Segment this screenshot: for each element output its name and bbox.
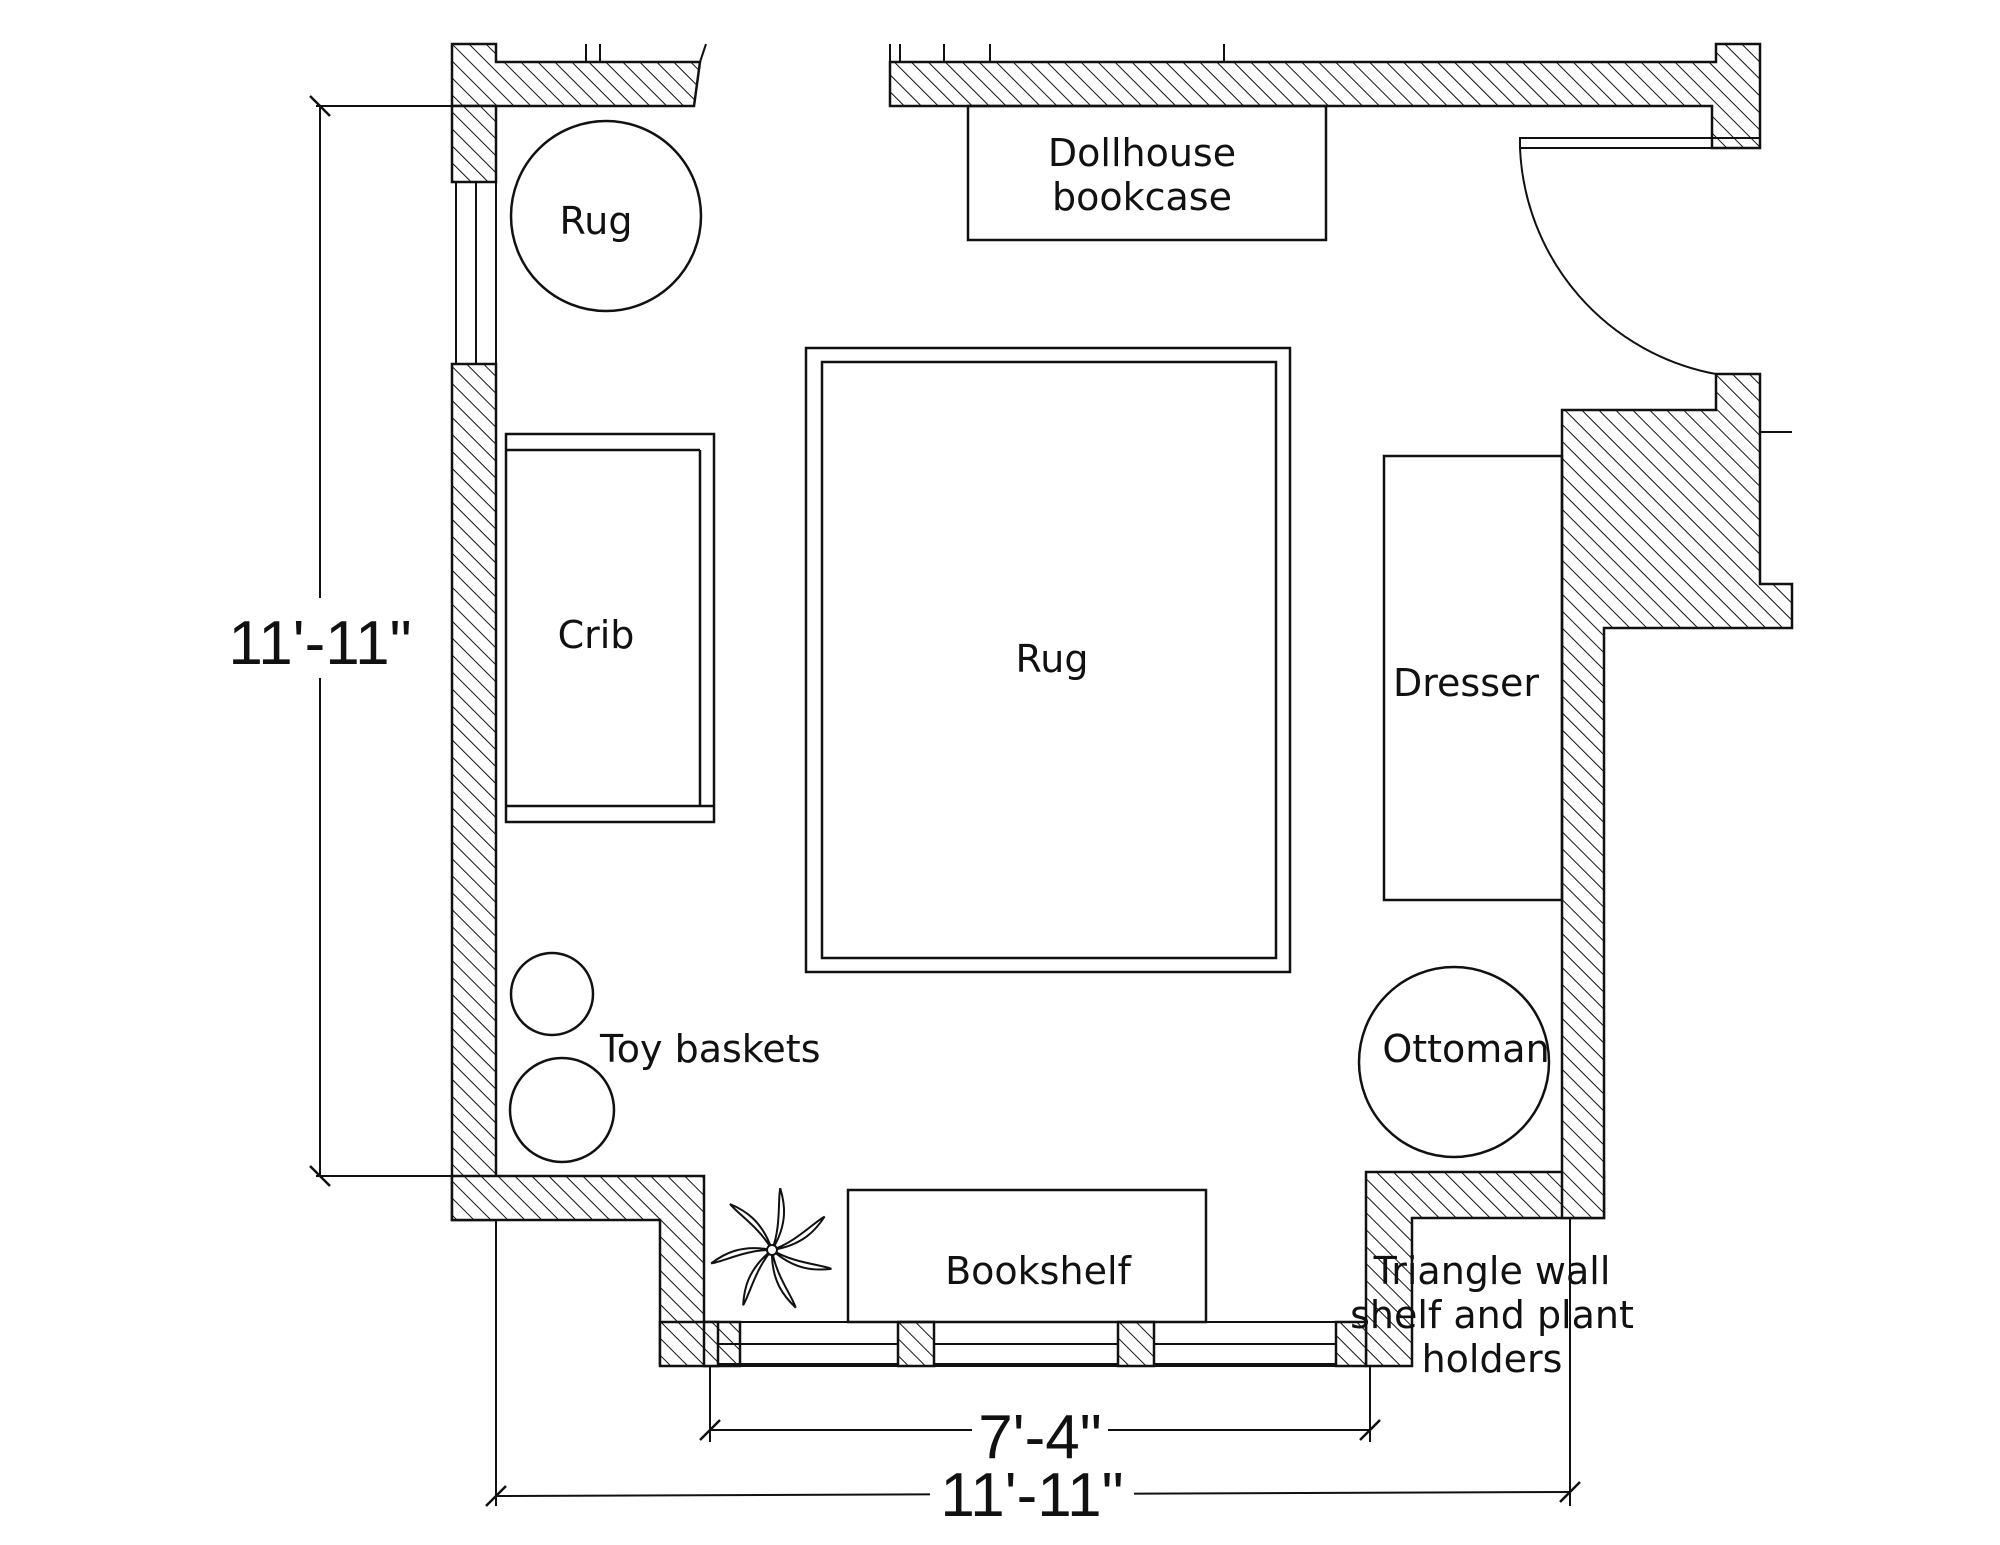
triangle-shelf-label-3: holders <box>1422 1337 1563 1381</box>
toy-basket-1 <box>509 951 595 1037</box>
dimension-window-label: 7'-4" <box>978 1403 1101 1472</box>
main-rug-label: Rug <box>1016 637 1089 681</box>
left-window <box>455 181 497 365</box>
toy-basket-2 <box>508 1056 616 1164</box>
dimension-window <box>699 1366 1381 1454</box>
round-rug-label: Rug <box>560 199 633 243</box>
wall-left-upper <box>450 104 498 184</box>
bookshelf-label: Bookshelf <box>945 1249 1132 1293</box>
ottoman <box>1357 965 1551 1159</box>
top-right-opening <box>889 44 1717 63</box>
dimension-bottom <box>485 1218 1581 1524</box>
top-left-window <box>495 43 707 63</box>
dimension-left-label: 11'-11" <box>228 609 411 678</box>
dollhouse-bookcase <box>966 104 1328 242</box>
walls <box>450 42 1794 1368</box>
bottom-window <box>702 1320 1368 1368</box>
dollhouse-bookcase-label-1: Dollhouse <box>1048 131 1236 175</box>
dresser-label: Dresser <box>1393 661 1539 705</box>
wall-top-left <box>450 42 702 108</box>
dollhouse-bookcase-label-2: bookcase <box>1052 175 1232 219</box>
bookshelf <box>846 1188 1208 1324</box>
wall-left-lower <box>450 362 498 1222</box>
dimension-left <box>214 95 452 1187</box>
main-rug <box>804 346 1292 974</box>
triangle-shelf-label-2: shelf and plant <box>1350 1293 1634 1337</box>
round-rug <box>509 119 703 313</box>
wall-right <box>1560 372 1794 1220</box>
ottoman-label: Ottoman <box>1382 1027 1549 1071</box>
dresser <box>1382 454 1564 902</box>
door <box>1519 137 1792 433</box>
dimension-bottom-label: 11'-11" <box>940 1461 1123 1530</box>
crib <box>504 432 716 824</box>
toy-baskets-label: Toy baskets <box>599 1027 821 1071</box>
plant-icon <box>710 1187 832 1309</box>
crib-label: Crib <box>558 613 635 657</box>
triangle-shelf-label-1: Triangle wall <box>1373 1249 1611 1293</box>
